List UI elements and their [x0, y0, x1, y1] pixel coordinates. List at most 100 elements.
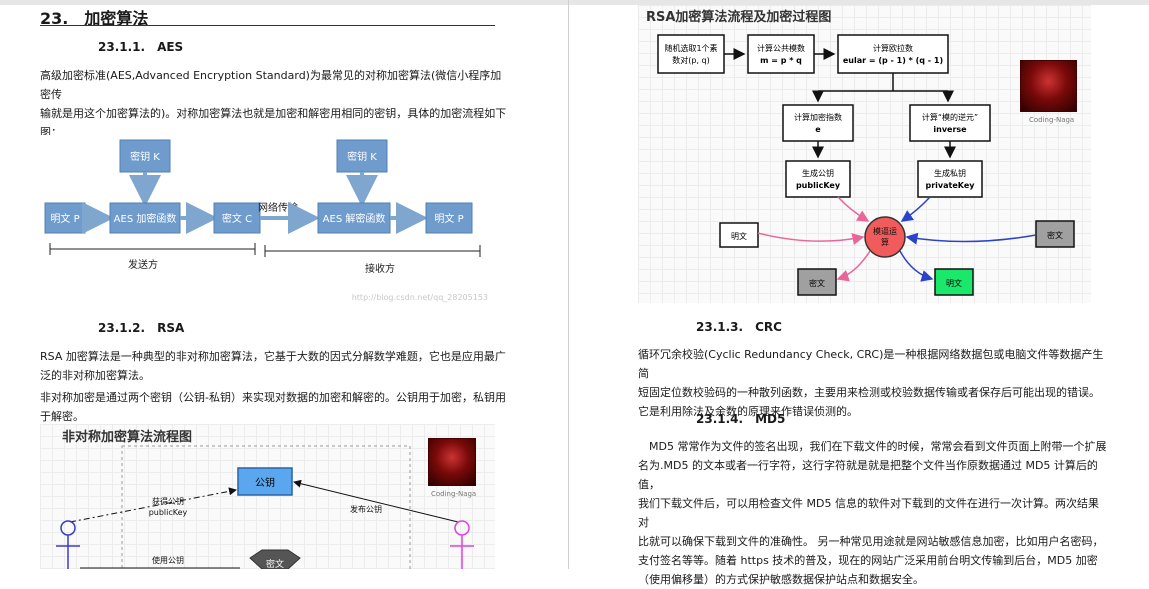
flow-box-modulus-line1: 计算公共模数 — [757, 43, 805, 53]
flow-box-exponent-line2: e — [815, 125, 821, 134]
author-caption-right: Coding-Naga — [1029, 116, 1075, 124]
receiver-figure — [450, 520, 474, 569]
md5-line-3: 我们下载文件后，可以用检查文件 MD5 信息的软件对下载到的文件在进行一次计算。… — [638, 497, 1099, 529]
rsa-flow-title: RSA加密算法流程及加密过程图 — [646, 10, 832, 25]
plaintext-right-box: 明文 P — [425, 202, 473, 234]
viewer-top-bar — [0, 0, 1149, 5]
sender-label: 发送方 — [128, 258, 158, 271]
use-public-key-label: 使用公钥 — [152, 555, 184, 565]
crc-line-2: 短固定位数校验码的一种散列函数，主要用来检测或校验数据传输或者保存后可能出现的错… — [638, 386, 1100, 399]
key-right-box: 密钥 K — [336, 139, 388, 173]
flow-box-exponent-line1: 计算加密指数 — [794, 112, 842, 122]
flow-box-private-key-line2: privateKey — [926, 181, 976, 190]
key-right-label: 密钥 K — [347, 150, 377, 163]
flow-box-public-key-line1: 生成公钥 — [802, 168, 834, 178]
author-caption: Coding-Naga — [431, 490, 477, 498]
md5-line-5: 支付签名等等。随着 https 技术的普及，现在的网站广泛采用前台明文传输到后台… — [638, 554, 1098, 567]
aes-encrypt-box: AES 加密函数 — [109, 202, 181, 234]
crc-line-3: 它是利用除法及余数的原理来作错误侦测的。 — [638, 405, 858, 418]
flow-box-modulus: 计算公共模数 m = p * q — [747, 34, 815, 74]
aes-decrypt-label: AES 解密函数 — [323, 212, 386, 225]
cipher-hexagon-label: 密文 — [266, 558, 284, 569]
md5-line-6: （使用偏移量）的方式保护敏感数据保护站点和数据安全。 — [638, 573, 924, 586]
publish-public-key-label: 发布公钥 — [350, 504, 382, 514]
aes-line-2: 输就是用这个加密算法的)。对称加密算法也就是加密和解密用相同的密钥，具体的加密流… — [40, 107, 507, 120]
aes-decrypt-box: AES 解密函数 — [317, 202, 391, 234]
flow-box-inverse-line1: 计算“模的逆元” — [922, 112, 978, 122]
aes-flow-diagram: 密钥 K 密钥 K 明文 P AES 加密函数 密文 C 网络传输 AES 解密… — [40, 135, 500, 307]
crc-paragraph: 循环冗余校验(Cyclic Redundancy Check, CRC)是一种根… — [638, 345, 1108, 421]
rsa-paragraph-2: 非对称加密是通过两个密钥（公钥-私钥）来实现对数据的加密和解密的。公钥用于加密，… — [40, 388, 510, 426]
ciphertext-box: 密文 C — [213, 202, 261, 234]
flow-box-public-key-line2: publicKey — [796, 181, 841, 190]
aes-paragraph: 高级加密标准(AES,Advanced Encryption Standard)… — [40, 66, 510, 142]
plain-input-box: 明文 — [719, 222, 759, 248]
rsa-p1-line-1: RSA 加密算法是一种典型的非对称加密算法，它基于大数的因式分解数学难题，它也是… — [40, 350, 506, 363]
plain-output-label: 明文 — [946, 278, 962, 288]
cipher-output-box: 密文 — [797, 268, 837, 296]
flow-box-prime-pair-line1: 随机选取1个素 — [664, 43, 717, 53]
get-public-key-label-1: 获得公钥 — [152, 496, 184, 506]
flow-box-private-key-line1: 生成私钥 — [934, 168, 966, 178]
public-key-label: 公钥 — [255, 476, 275, 489]
modexp-line2: 算 — [881, 237, 889, 247]
sender-figure — [56, 520, 80, 569]
cipher-input-box: 密文 — [1035, 220, 1075, 248]
get-public-key-label-2: publicKey — [149, 508, 188, 517]
flow-box-euler-line2: eular = (p - 1) * (q - 1) — [843, 56, 943, 65]
crc-heading: 23.1.3. CRC — [696, 320, 782, 334]
plaintext-right-label: 明文 P — [434, 212, 463, 225]
aes-heading: 23.1.1. AES — [98, 40, 184, 54]
flow-box-euler: 计算欧拉数 eular = (p - 1) * (q - 1) — [837, 34, 949, 74]
md5-line-4: 比就可以确保下载到文件的准确性。 另一种常见用途就是网站敏感信息加密，比如用户名… — [638, 535, 1104, 548]
md5-heading: 23.1.4. MD5 — [696, 412, 786, 426]
rsa-heading: 23.1.2. RSA — [98, 321, 185, 335]
network-transfer-label: 网络传输 — [258, 201, 298, 214]
md5-paragraph: MD5 常常作为文件的签名出现，我们在下载文件的时候，常常会看到文件页面上附带一… — [638, 437, 1108, 589]
author-avatar — [428, 438, 476, 486]
modexp-line1: 模逼运 — [873, 226, 897, 236]
ciphertext-label: 密文 C — [222, 212, 252, 225]
flow-box-prime-pair: 随机选取1个素 数对(p, q) — [657, 34, 725, 74]
flow-box-inverse: 计算“模的逆元” inverse — [909, 104, 991, 142]
watermark-text: http://blog.csdn.net/qq_28205153 — [352, 293, 488, 302]
author-avatar-right — [1020, 60, 1077, 112]
crc-line-1: 循环冗余校验(Cyclic Redundancy Check, CRC)是一种根… — [638, 348, 1104, 380]
rsa-p2-line-1: 非对称加密是通过两个密钥（公钥-私钥）来实现对数据的加密和解密的。公钥用于加密，… — [40, 391, 506, 404]
plaintext-left-box: 明文 P — [44, 202, 86, 234]
plain-input-label: 明文 — [731, 231, 747, 241]
page-divider — [568, 0, 569, 569]
plain-output-box: 明文 — [934, 268, 974, 296]
public-key-box: 公钥 — [237, 467, 293, 496]
md5-line-1: MD5 常常作为文件的签名出现，我们在下载文件的时候，常常会看到文件页面上附带一… — [638, 440, 1107, 453]
rsa-flow-diagram: 随机选取1个素 数对(p, q) 计算公共模数 m = p * q 计算欧拉数 … — [657, 34, 1075, 296]
flow-box-modulus-line2: m = p * q — [760, 56, 802, 65]
key-left-box: 密钥 K — [119, 139, 171, 173]
asymmetric-diagram-title: 非对称加密算法流程图 — [62, 430, 193, 445]
flow-box-prime-pair-line2: 数对(p, q) — [672, 55, 709, 65]
sender-span: 发送方 — [49, 243, 256, 271]
key-left-label: 密钥 K — [130, 150, 160, 163]
flow-box-euler-line1: 计算欧拉数 — [873, 43, 913, 53]
rsa-paragraph-1: RSA 加密算法是一种典型的非对称加密算法，它基于大数的因式分解数学难题，它也是… — [40, 347, 510, 385]
flow-box-public-key: 生成公钥 publicKey — [785, 160, 851, 198]
asymmetric-diagram-canvas — [40, 424, 495, 569]
cipher-output-label: 密文 — [809, 278, 825, 288]
flow-box-private-key: 生成私钥 privateKey — [917, 160, 983, 198]
md5-line-2: 名为.MD5 的文本或者一行字符，这行字符就是就是把整个文件当作原数据通过 MD… — [638, 459, 1098, 491]
aes-line-1: 高级加密标准(AES,Advanced Encryption Standard)… — [40, 69, 502, 101]
asymmetric-diagram-shapes: 公钥 获得公钥 publicKey 发布公钥 使用公钥 密文 — [56, 445, 474, 569]
receiver-label: 接收方 — [365, 262, 395, 275]
receiver-span: 接收方 — [264, 245, 481, 275]
plaintext-left-label: 明文 P — [50, 212, 79, 225]
rsa-p2-line-2: 于解密。 — [40, 410, 84, 423]
section-title-rule — [40, 25, 495, 26]
cipher-input-label: 密文 — [1047, 230, 1063, 240]
section-title: 23. 加密算法 — [40, 9, 149, 28]
flow-box-exponent: 计算加密指数 e — [782, 104, 854, 142]
flow-box-inverse-line2: inverse — [933, 125, 967, 134]
modexp-circle: 模逼运 算 — [864, 216, 906, 258]
aes-encrypt-label: AES 加密函数 — [114, 212, 177, 225]
cipher-hexagon: 密文 — [249, 549, 301, 569]
rsa-p1-line-2: 泛的非对称加密算法。 — [40, 369, 150, 382]
